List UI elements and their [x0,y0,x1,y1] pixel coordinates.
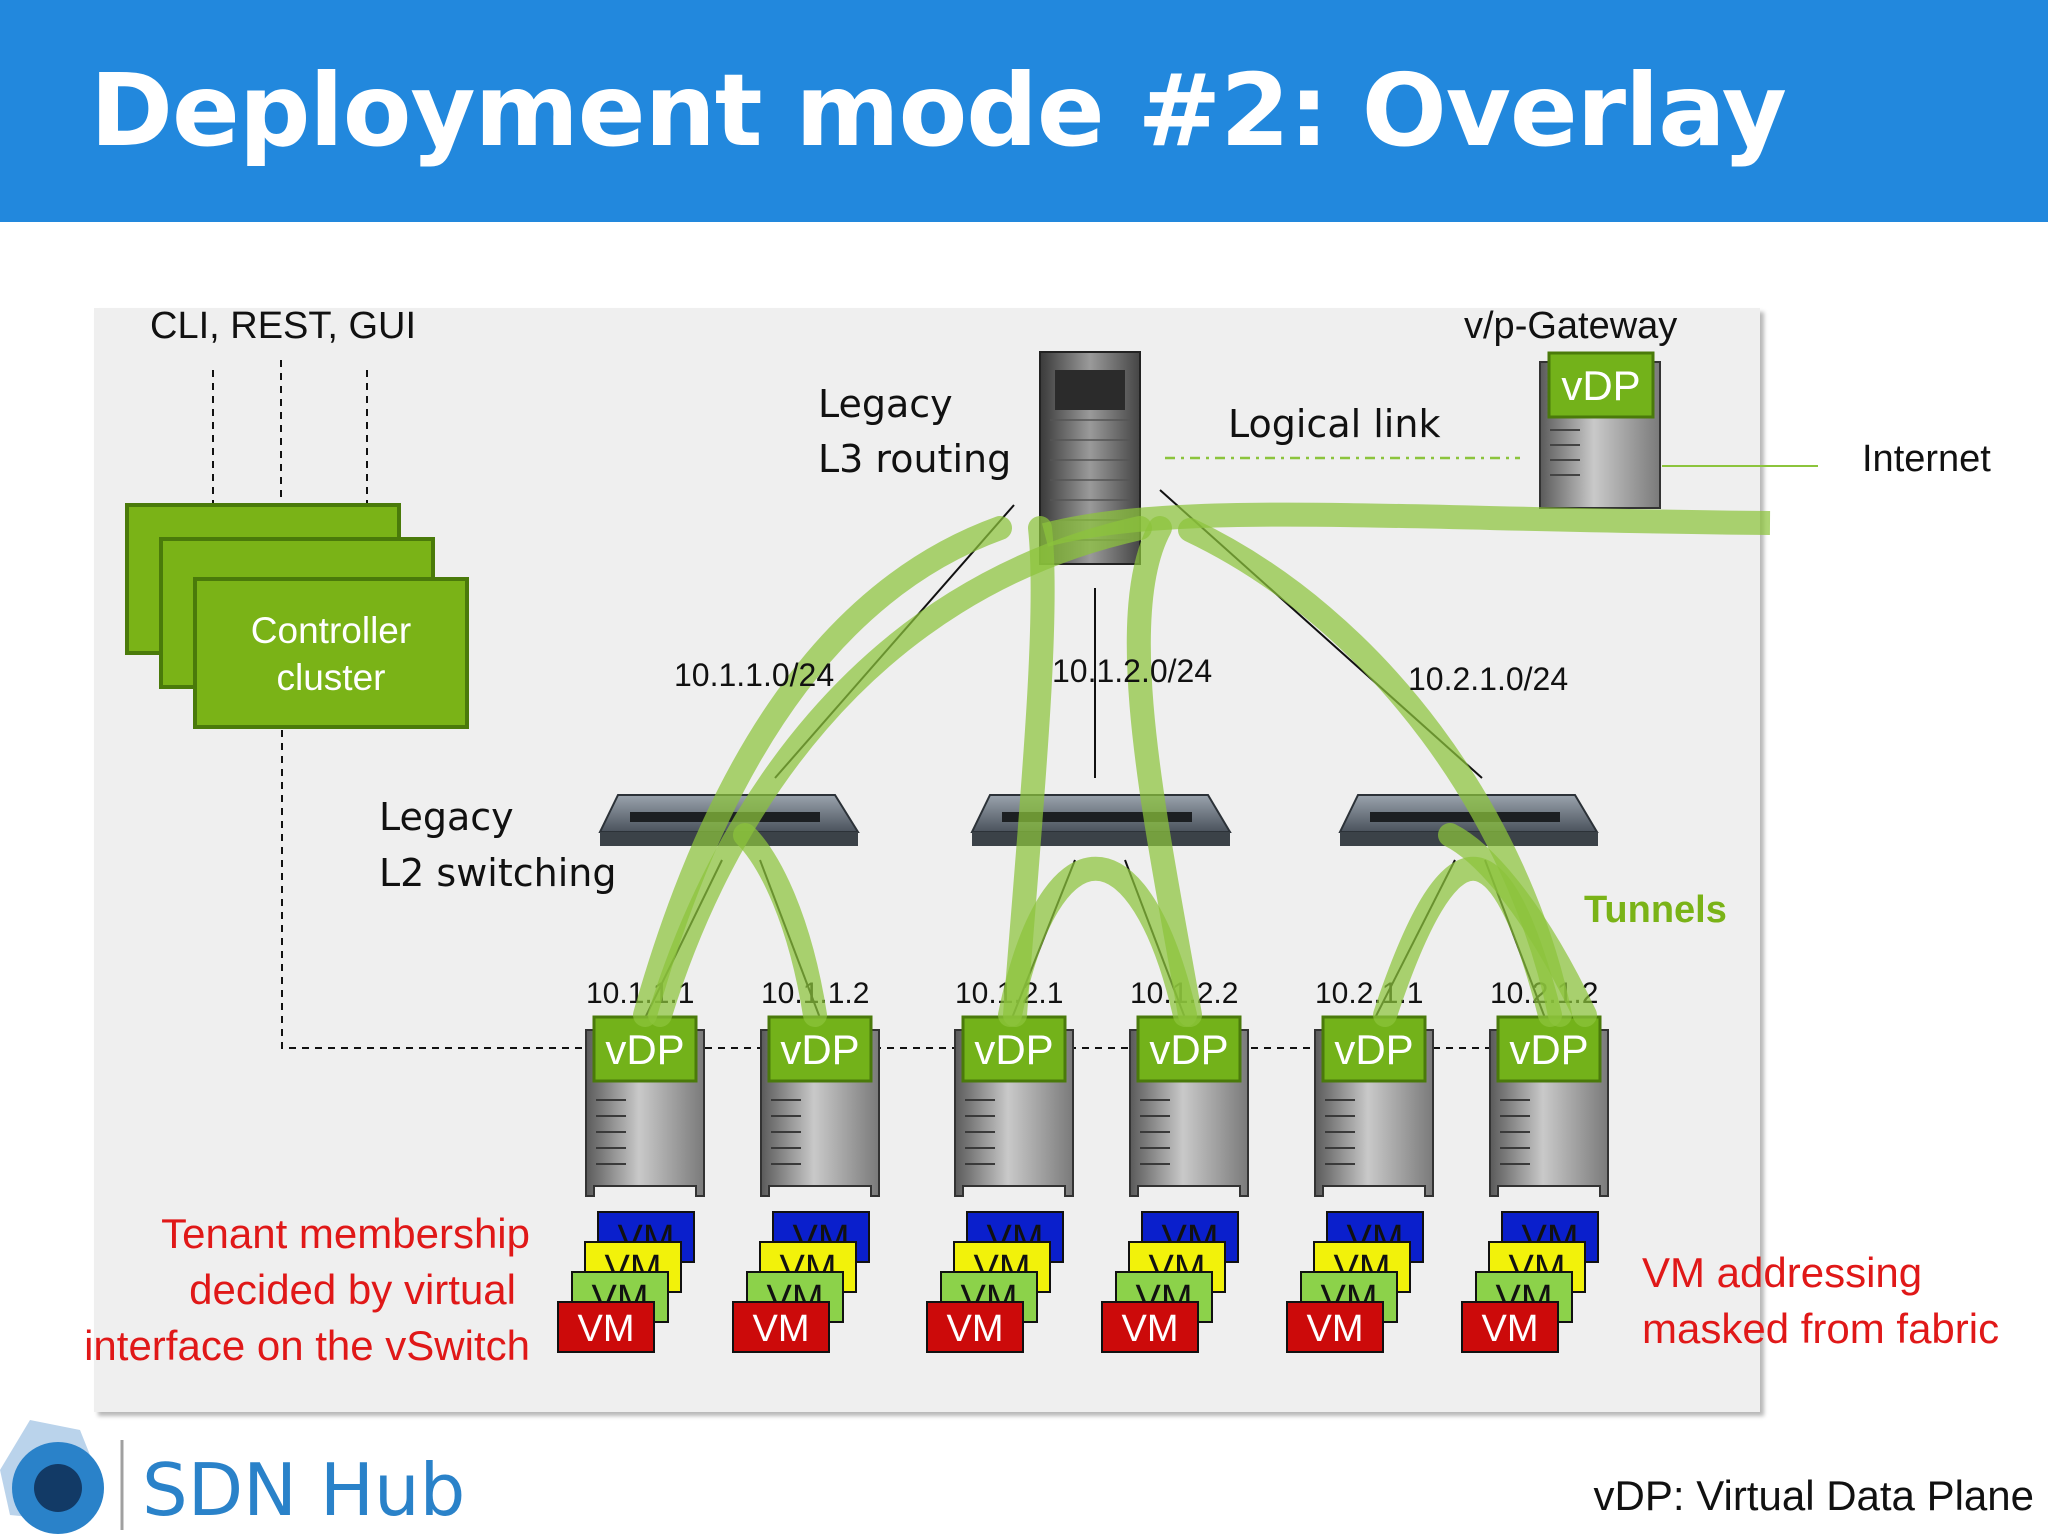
vdp-badge [1136,1015,1242,1083]
tunnel-host6-gateway [1178,518,1572,1027]
vdp-badge [961,1015,1067,1083]
vm-box [1286,1301,1384,1353]
legacy-l2-label-line1: Legacy [379,795,514,839]
tunnel-main-to-gateway [1041,502,1771,547]
vm-box [1101,1301,1199,1353]
legacy-l3-label-line1: Legacy [818,382,953,426]
logical-link-label: Logical link [1228,402,1440,446]
title-bar: Deployment mode #2: Overlay [0,0,2048,222]
controller-cluster: Controller cluster [125,503,469,729]
vdp-badge [1321,1015,1427,1083]
tunnel-host3-host4 [998,857,1197,1027]
vm-label: VM [1122,1308,1179,1350]
vm-box [926,1301,1024,1353]
legacy-l2-label-line2: L2 switching [379,851,617,895]
masked-note-line1: VM addressing [1642,1249,1922,1296]
internet-label: Internet [1862,438,1991,480]
logo-text: SDN Hub [142,1448,466,1532]
gateway-label: v/p-Gateway [1464,305,1677,347]
tunnel-host1-gateway [648,516,1152,1027]
masked-note-line2: masked from fabric [1642,1305,1999,1352]
vdp-label: vDP [1149,1026,1228,1073]
vm-box [732,1301,830,1353]
vm-label: VM [1482,1308,1539,1350]
subnet-3-label: 10.2.1.0/24 [1408,661,1568,697]
vm-box [1461,1301,1559,1353]
subnet-1-label: 10.1.1.0/24 [674,657,834,693]
vm-label: VM [753,1308,810,1350]
tunnel-host6-switch3 [1438,823,1597,1027]
vm-box [557,1301,655,1353]
vdp-label: vDP [1509,1026,1588,1073]
controller-label-line1: Controller [251,610,411,651]
subnet-2-label: 10.1.2.0/24 [1052,653,1212,689]
vdp-label: vDP [780,1026,859,1073]
legacy-switch-2 [970,794,1232,846]
vm-label: VM [947,1308,1004,1350]
tenant-note-line3: interface on the vSwitch [84,1322,530,1369]
tunnels-label: Tunnels [1584,889,1727,931]
vdp-label: vDP [605,1026,684,1073]
tunnel-host1-router [633,516,1012,1027]
controller-label-line2: cluster [277,657,386,698]
tunnel-host2-switch1 [733,823,827,1027]
tunnel-host4-router [1126,516,1202,1027]
tunnels [633,502,1771,1027]
vdp-label: vDP [1334,1026,1413,1073]
gateway-vdp-label: vDP [1561,362,1640,409]
sdnhub-logo-icon [0,1420,124,1534]
gateway-server: vDP [1539,351,1661,509]
legacy-l3-label-line2: L3 routing [818,437,1011,481]
interfaces-label: CLI, REST, GUI [150,305,416,347]
vdp-badge [767,1015,873,1083]
host-servers: 10.1.1.1vDP10.1.1.2vDP10.1.2.1vDP10.1.2.… [585,977,1609,1197]
tenant-note-line1: Tenant membership [161,1210,530,1257]
slide-title: Deployment mode #2: Overlay [90,52,1787,169]
vm-stacks: VMVMVMVMVMVMVMVMVMVMVMVMVMVMVMVMVMVMVMVM… [557,1211,1599,1353]
vdp-label: vDP [974,1026,1053,1073]
vm-label: VM [1307,1308,1364,1350]
vdp-badge [592,1015,698,1083]
footer-note: vDP: Virtual Data Plane [1593,1472,2034,1519]
vm-label: VM [578,1308,635,1350]
tenant-note-line2: decided by virtual [189,1266,516,1313]
